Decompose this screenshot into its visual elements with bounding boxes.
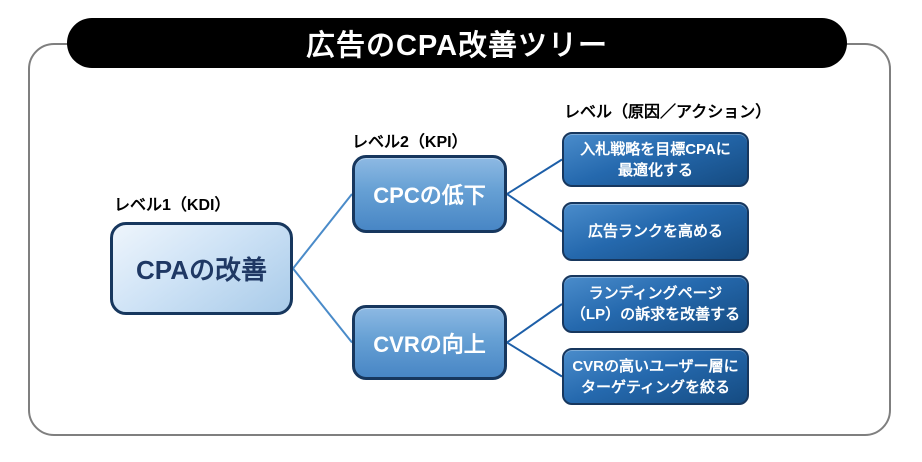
node-cpa-improvement: CPAの改善 (110, 222, 293, 315)
node-action-targeting: CVRの高いユーザー層に ターゲティングを絞る (562, 348, 749, 405)
node-action-bid-strategy: 入札戦略を目標CPAに 最適化する (562, 132, 749, 187)
node-cpc-reduction: CPCの低下 (352, 155, 507, 233)
node-cvr-increase: CVRの向上 (352, 305, 507, 380)
level2-label: レベル2（KPI） (352, 134, 468, 151)
diagram-title: 広告のCPA改善ツリー (305, 30, 609, 62)
level1-label: レベル1（KDI） (114, 197, 231, 214)
node-action-landing-page: ランディングページ （LP）の訴求を改善する (562, 275, 749, 333)
level3-label: レベル（原因／アクション） (564, 104, 772, 121)
diagram-title-bar: 広告のCPA改善ツリー (67, 18, 847, 68)
node-action-ad-rank: 広告ランクを高める (562, 202, 749, 261)
